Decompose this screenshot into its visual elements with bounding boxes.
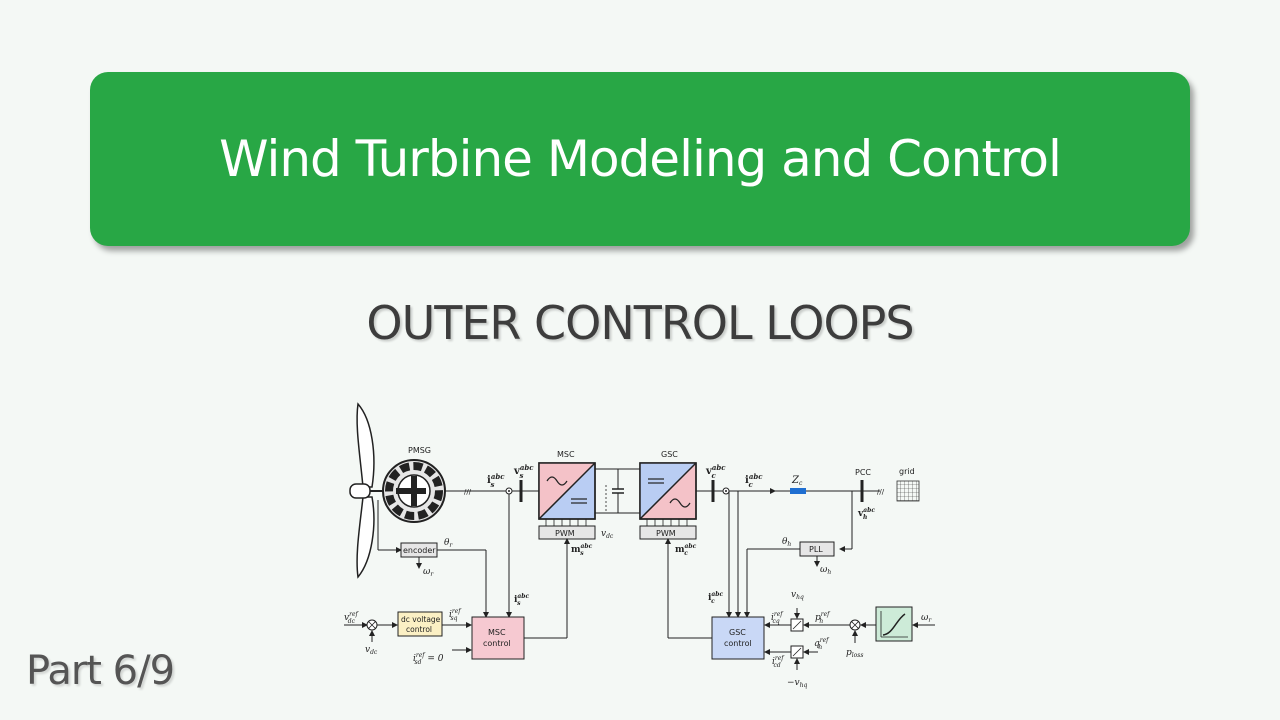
zc-label: Zc xyxy=(791,475,803,487)
dc-control-line1: dc voltage xyxy=(401,615,441,624)
gsc-control-line2: control xyxy=(724,639,752,648)
gsc-converter xyxy=(639,462,697,520)
banner-title: Wind Turbine Modeling and Control xyxy=(219,130,1062,188)
gsc-control-block xyxy=(711,616,765,660)
title-banner: Wind Turbine Modeling and Control xyxy=(90,72,1190,246)
dc-voltage-control-block xyxy=(397,611,443,637)
encoder-label: encoder xyxy=(403,546,436,555)
pcc-label: PCC xyxy=(855,468,871,477)
turbine-blades xyxy=(349,402,375,579)
gsc-control-line1: GSC xyxy=(729,628,746,637)
omega-r-in-label: ωr xyxy=(921,613,932,624)
msc-converter xyxy=(538,462,596,520)
gsc-label: GSC xyxy=(661,450,678,459)
grid-symbol xyxy=(896,480,920,502)
pwm-gsc-label: PWM xyxy=(656,529,676,538)
pwm-msc-label: PWM xyxy=(555,529,575,538)
svg-text:///: /// xyxy=(877,488,885,496)
mppt-curve-block xyxy=(875,606,913,642)
zc-impedance xyxy=(790,488,806,494)
section-subtitle: OUTER CONTROL LOOPS xyxy=(366,296,914,350)
vdc-meas-label: vdc xyxy=(365,645,378,656)
grid-label: grid xyxy=(899,467,915,476)
vhq-label: vhq xyxy=(791,590,804,601)
svg-text:///: /// xyxy=(464,488,472,496)
msc-label: MSC xyxy=(557,450,575,459)
minus-vhq-label: −vhq xyxy=(787,678,808,689)
dc-control-line2: control xyxy=(406,625,432,634)
pmsg-label: PMSG xyxy=(408,446,431,455)
omega-r-label: ωr xyxy=(423,567,434,578)
omega-h-label: ωh xyxy=(820,565,831,576)
theta-r-label: θr xyxy=(444,538,453,549)
pmsg-generator xyxy=(382,459,446,523)
msc-control-line2: control xyxy=(483,639,511,648)
vdc-link-label: vdc xyxy=(601,529,614,540)
ploss-label: ploss xyxy=(846,648,863,659)
msc-control-block xyxy=(471,616,525,660)
theta-h-label: θh xyxy=(782,537,791,548)
part-label: Part 6/9 xyxy=(26,648,175,694)
msc-control-line1: MSC xyxy=(488,628,506,637)
pll-label: PLL xyxy=(809,545,823,554)
